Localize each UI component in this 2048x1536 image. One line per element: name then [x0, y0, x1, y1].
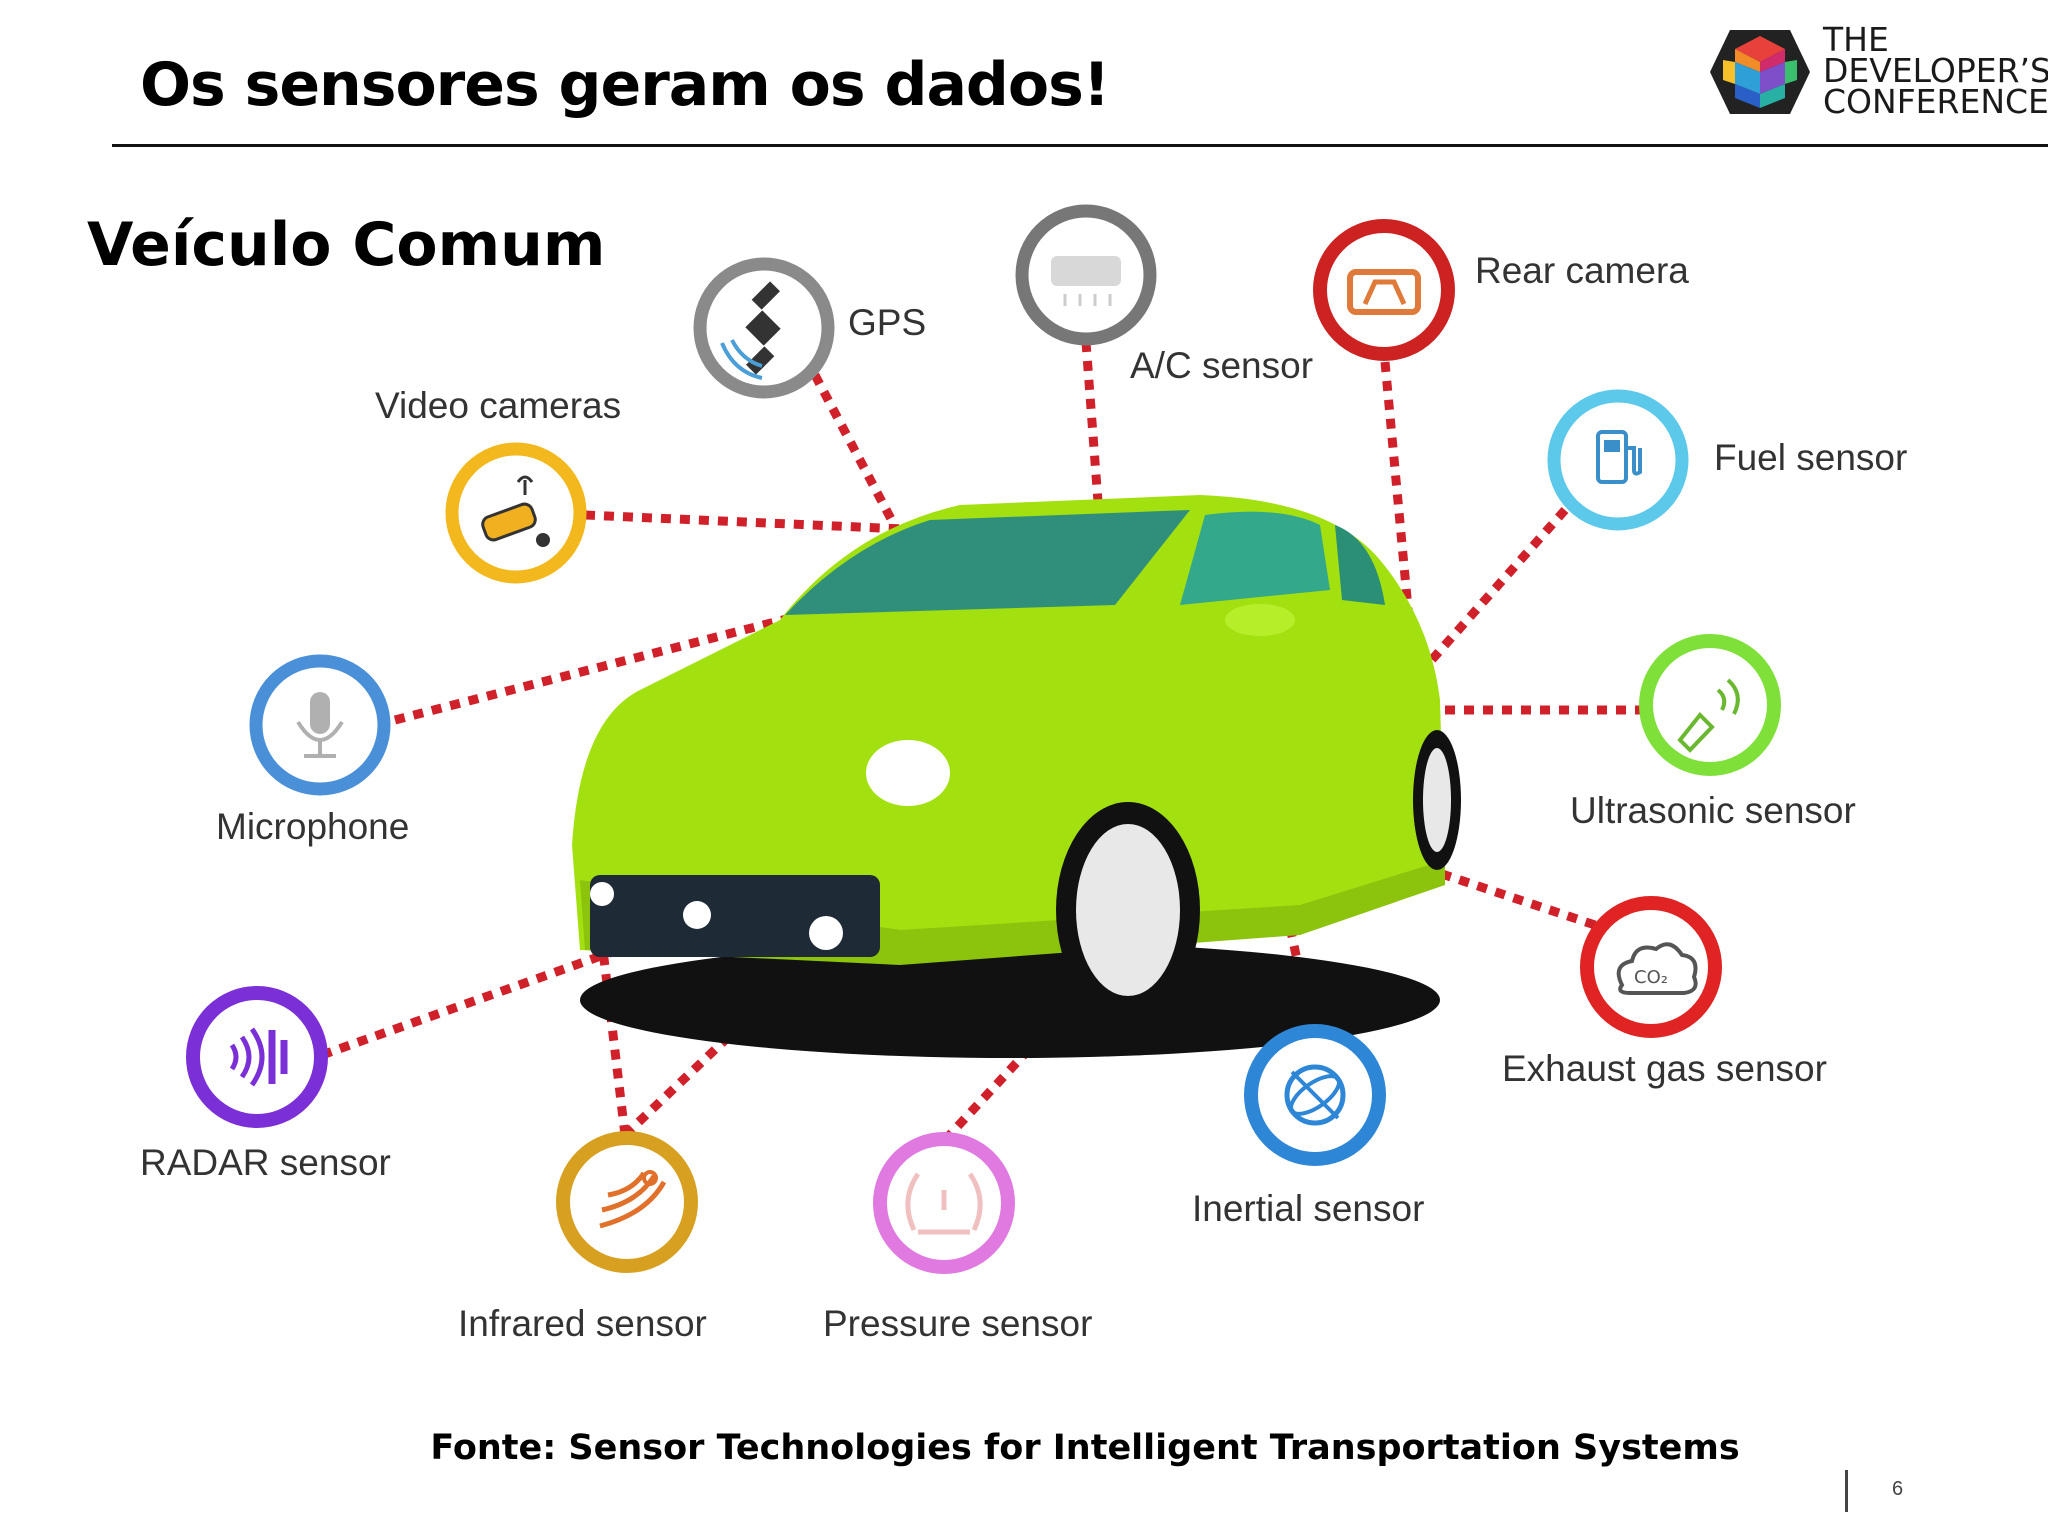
source-caption: Fonte: Sensor Technologies for Intellige… [430, 1428, 1740, 1468]
side-mirror [1225, 604, 1295, 636]
ultrasonic-badge [1639, 634, 1781, 776]
front-grille [590, 875, 880, 957]
microphone-icon [296, 692, 344, 758]
video-cameras-label: Video cameras [375, 385, 622, 426]
rear-wheel-rim [1423, 748, 1451, 852]
fog-light-center [683, 901, 711, 929]
vehicle-sensor-diagram: CO₂ [186, 204, 1781, 1274]
radar-waves-icon [229, 1027, 288, 1087]
exhaust-gas-sensor-label: Exhaust gas sensor [1502, 1048, 1827, 1089]
logo-wordmark: THE DEVELOPER’S CONFERENCE [1823, 20, 2048, 121]
inertial-sensor-label: Inertial sensor [1192, 1188, 1425, 1229]
infrared-sensor-label: Infrared sensor [458, 1303, 707, 1344]
microphone-badge [249, 654, 391, 796]
video-cameras-badge [445, 442, 587, 584]
infrared-waves-icon [599, 1170, 667, 1229]
satellite-icon [720, 281, 781, 380]
rear-camera-label: Rear camera [1475, 250, 1689, 291]
fog-light-right [809, 916, 843, 950]
sensor-badges: CO₂ [186, 204, 1781, 1274]
infrared-badge [556, 1131, 698, 1273]
conference-logo: THE DEVELOPER’S CONFERENCE [1705, 20, 2048, 122]
logo-line: THE [1823, 20, 1889, 59]
title-divider [112, 144, 2048, 147]
ultrasound-probe-icon [1677, 678, 1740, 753]
pressure-sensor-label: Pressure sensor [823, 1303, 1093, 1344]
rear-camera-badge [1313, 219, 1455, 361]
gps-badge [693, 257, 835, 399]
ultrasonic-sensor-label: Ultrasonic sensor [1570, 790, 1856, 831]
rear-camera-icon [1347, 269, 1421, 315]
link-rear-camera [1380, 361, 1415, 631]
link-radar [320, 930, 662, 1060]
exhaust-badge: CO₂ [1580, 896, 1722, 1038]
car-illustration [572, 495, 1461, 1058]
gyroscope-icon [1284, 1064, 1346, 1126]
microphone-label: Microphone [216, 806, 410, 847]
radar-sensor-label: RADAR sensor [140, 1142, 391, 1183]
co2-cloud-icon [1616, 942, 1698, 995]
security-camera-icon [481, 475, 550, 547]
front-wheel-rim [1076, 824, 1180, 996]
link-fuel [1401, 507, 1569, 693]
car-shadow [580, 942, 1440, 1058]
svg-text:CO₂: CO₂ [1634, 967, 1668, 988]
page-number: 6 [1892, 1478, 1904, 1500]
fuel-sensor-label: Fuel sensor [1714, 437, 1908, 478]
side-window-rear [1335, 525, 1385, 605]
logo-cube-icon [1710, 30, 1810, 114]
fog-light-left [590, 882, 614, 906]
fuel-pump-icon [1596, 430, 1642, 484]
link-infrared-a [595, 924, 630, 1136]
inertial-badge [1244, 1024, 1386, 1166]
fuel-badge [1547, 389, 1689, 531]
ac-sensor-label: A/C sensor [1130, 345, 1314, 386]
page-number-divider [1845, 1470, 1848, 1512]
gps-label: GPS [848, 302, 927, 343]
logo-line: DEVELOPER’S [1823, 51, 2048, 90]
tire-pressure-icon [905, 1172, 983, 1235]
side-window-front [1180, 511, 1330, 605]
ac-badge [1015, 204, 1157, 346]
section-subtitle: Veículo Comum [87, 210, 606, 280]
windshield [785, 510, 1190, 615]
slide-title: Os sensores geram os dados! [140, 50, 1110, 120]
air-conditioner-icon [1051, 256, 1121, 306]
radar-badge [186, 986, 328, 1128]
logo-line: CONFERENCE [1823, 82, 2048, 121]
headlight [866, 740, 950, 806]
pressure-badge [873, 1132, 1015, 1274]
